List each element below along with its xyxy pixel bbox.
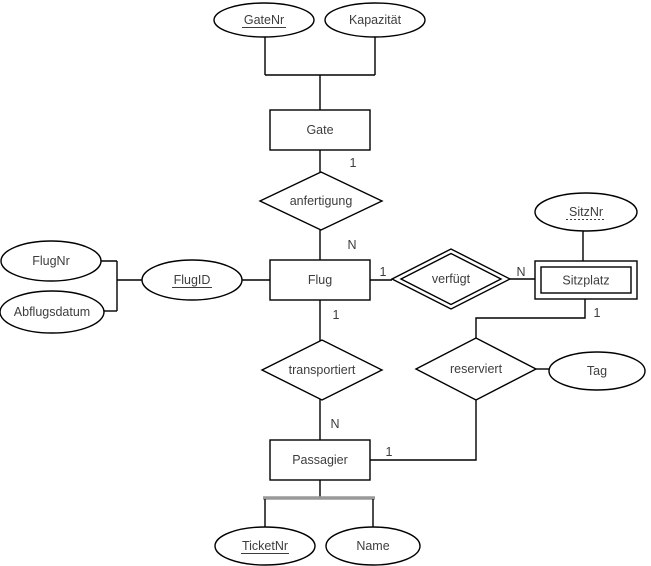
relationship-anfertigung-label: anfertigung [290, 194, 353, 208]
attribute-flugnr-label: FlugNr [32, 254, 70, 268]
entity-gate[interactable]: Gate [269, 109, 371, 151]
relationship-transportiert[interactable]: transportiert [260, 339, 384, 401]
cardinality-flug-transportiert: 1 [333, 308, 340, 322]
entities: Gate Flug Sitzplatz Passagier [269, 109, 638, 481]
connectors [100, 37, 586, 528]
attribute-name-label: Name [356, 539, 389, 553]
cardinality-sitzplatz-reserviert: 1 [594, 306, 601, 320]
attribute-flugid[interactable]: FlugID [141, 259, 243, 301]
entity-passagier-label: Passagier [292, 453, 348, 467]
attribute-abflugsdatum-label: Abflugsdatum [14, 305, 90, 319]
connector-reserviert-passagier [370, 400, 477, 461]
attribute-kapazitaet[interactable]: Kapazität [324, 2, 426, 38]
relationship-verfuegt[interactable]: verfügt [390, 248, 512, 310]
relationship-anfertigung[interactable]: anfertigung [258, 171, 384, 231]
attribute-flugnr[interactable]: FlugNr [0, 240, 102, 282]
cardinality-gate-anfertigung: 1 [350, 156, 357, 170]
entity-flug-label: Flug [308, 273, 332, 287]
attribute-tag-label: Tag [587, 364, 607, 378]
entity-sitzplatz-inner-border [540, 266, 632, 294]
cardinality-labels: 1 N 1 N 1 1 N 1 [330, 156, 600, 459]
entity-sitzplatz[interactable]: Sitzplatz [534, 260, 638, 300]
relationship-verfuegt-inner-border [399, 252, 503, 306]
attribute-ticketnr[interactable]: TicketNr [214, 526, 316, 566]
relationship-verfuegt-label: verfügt [432, 272, 471, 286]
cardinality-anfertigung-flug: N [347, 238, 356, 252]
entity-flug[interactable]: Flug [269, 259, 371, 301]
cardinality-passagier-reserviert: 1 [386, 445, 393, 459]
attribute-sitznr[interactable]: SitzNr [534, 192, 638, 232]
attribute-sitznr-label: SitzNr [569, 205, 603, 219]
attribute-tag[interactable]: Tag [548, 351, 646, 391]
cardinality-transportiert-passagier: N [330, 417, 339, 431]
cardinality-verfuegt-sitzplatz: N [516, 265, 525, 279]
relationship-transportiert-label: transportiert [289, 363, 356, 377]
cardinality-flug-verfuegt: 1 [380, 265, 387, 279]
connector-sitzplatz-reserviert [475, 299, 586, 339]
attribute-gatenr-label: GateNr [244, 13, 284, 27]
relationship-reserviert[interactable]: reserviert [414, 337, 538, 401]
attribute-flugid-label: FlugID [174, 273, 211, 287]
attribute-gatenr[interactable]: GateNr [213, 2, 315, 38]
attribute-kapazitaet-label: Kapazität [349, 13, 402, 27]
entity-sitzplatz-label: Sitzplatz [562, 274, 609, 288]
attribute-name[interactable]: Name [325, 526, 421, 566]
entity-gate-label: Gate [306, 123, 333, 137]
entity-passagier[interactable]: Passagier [269, 439, 371, 481]
relationships: anfertigung verfügt transportiert reserv… [258, 171, 538, 401]
relationship-reserviert-label: reserviert [450, 362, 503, 376]
attribute-ticketnr-label: TicketNr [242, 539, 288, 553]
attribute-abflugsdatum[interactable]: Abflugsdatum [0, 290, 105, 334]
